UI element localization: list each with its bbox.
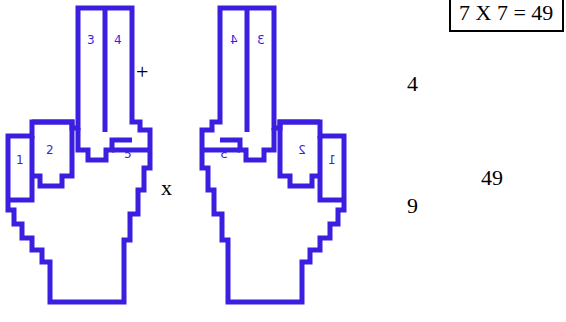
- finger-number: 3: [87, 34, 95, 46]
- number: 4: [407, 73, 418, 95]
- right-hand: [202, 8, 344, 302]
- finger-number: 5: [220, 148, 228, 160]
- finger-number: 4: [230, 34, 238, 46]
- finger-number: 1: [16, 154, 24, 166]
- equation-box: 7 X 7 = 49: [449, 0, 564, 32]
- plus-sign: +: [136, 61, 148, 83]
- times-sign: x: [161, 177, 172, 199]
- number: 9: [407, 195, 418, 217]
- finger-number: 5: [124, 148, 132, 160]
- equation-text: 7 X 7 = 49: [459, 2, 554, 24]
- finger-number: 2: [46, 144, 54, 156]
- result-number: 49: [481, 167, 503, 189]
- finger-number: 4: [114, 34, 122, 46]
- finger-number: 1: [328, 154, 336, 166]
- left-hand: [8, 8, 150, 302]
- finger-number: 2: [298, 144, 306, 156]
- finger-number: 3: [257, 34, 265, 46]
